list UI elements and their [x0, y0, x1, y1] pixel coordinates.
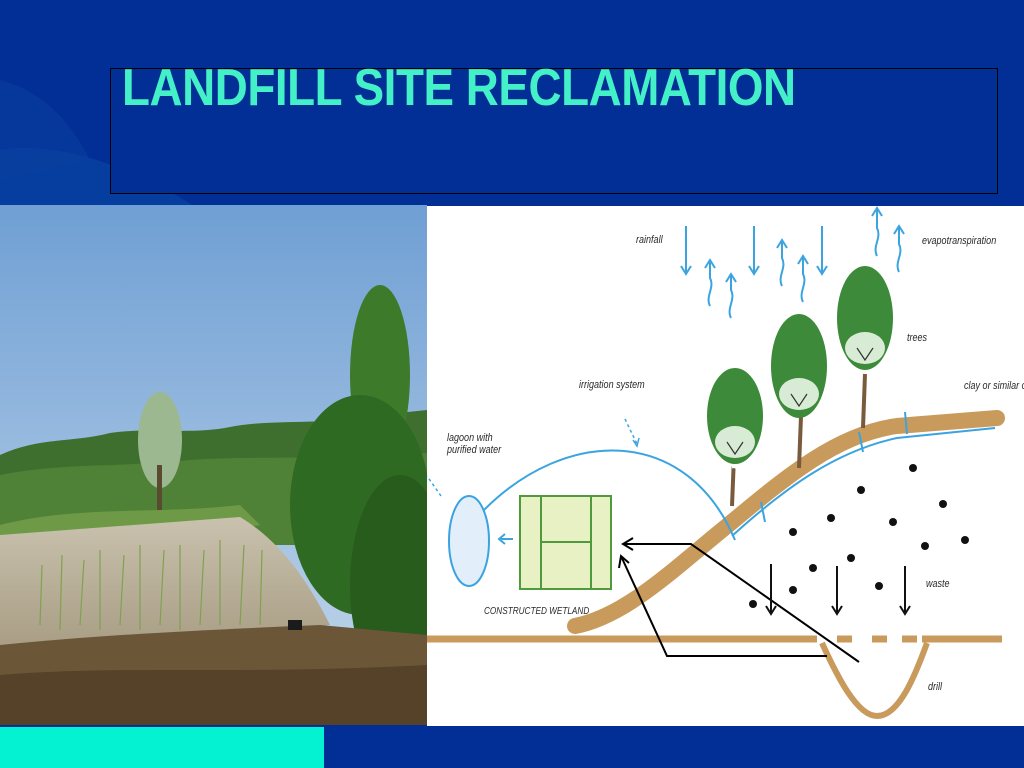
waste-label: waste — [926, 578, 950, 590]
tree-3 — [837, 266, 893, 429]
tree-2 — [771, 314, 827, 469]
lagoon-label: lagoon with purified water — [447, 432, 502, 456]
landfill-site-photo — [0, 205, 427, 725]
drill-label: drill — [928, 681, 943, 693]
title-frame — [110, 68, 998, 194]
footer-bar — [324, 727, 1024, 768]
evapotranspiration-label: evapotranspiration — [922, 235, 997, 247]
trees-label: trees — [907, 332, 928, 344]
rainfall-label: rainfall — [636, 234, 663, 246]
accent-bar — [0, 727, 324, 768]
irrigation-system-label: irrigation system — [579, 379, 645, 391]
slide-title: LANDFILL SITE RECLAMATION — [122, 59, 796, 117]
reclamation-diagram: rainfall evapotranspiration trees clay o… — [427, 206, 1024, 726]
clay-cap-label: clay or similar cap — [964, 380, 1024, 392]
tree-1 — [707, 368, 763, 507]
constructed-wetland-label: CONSTRUCTED WETLAND — [484, 606, 590, 617]
